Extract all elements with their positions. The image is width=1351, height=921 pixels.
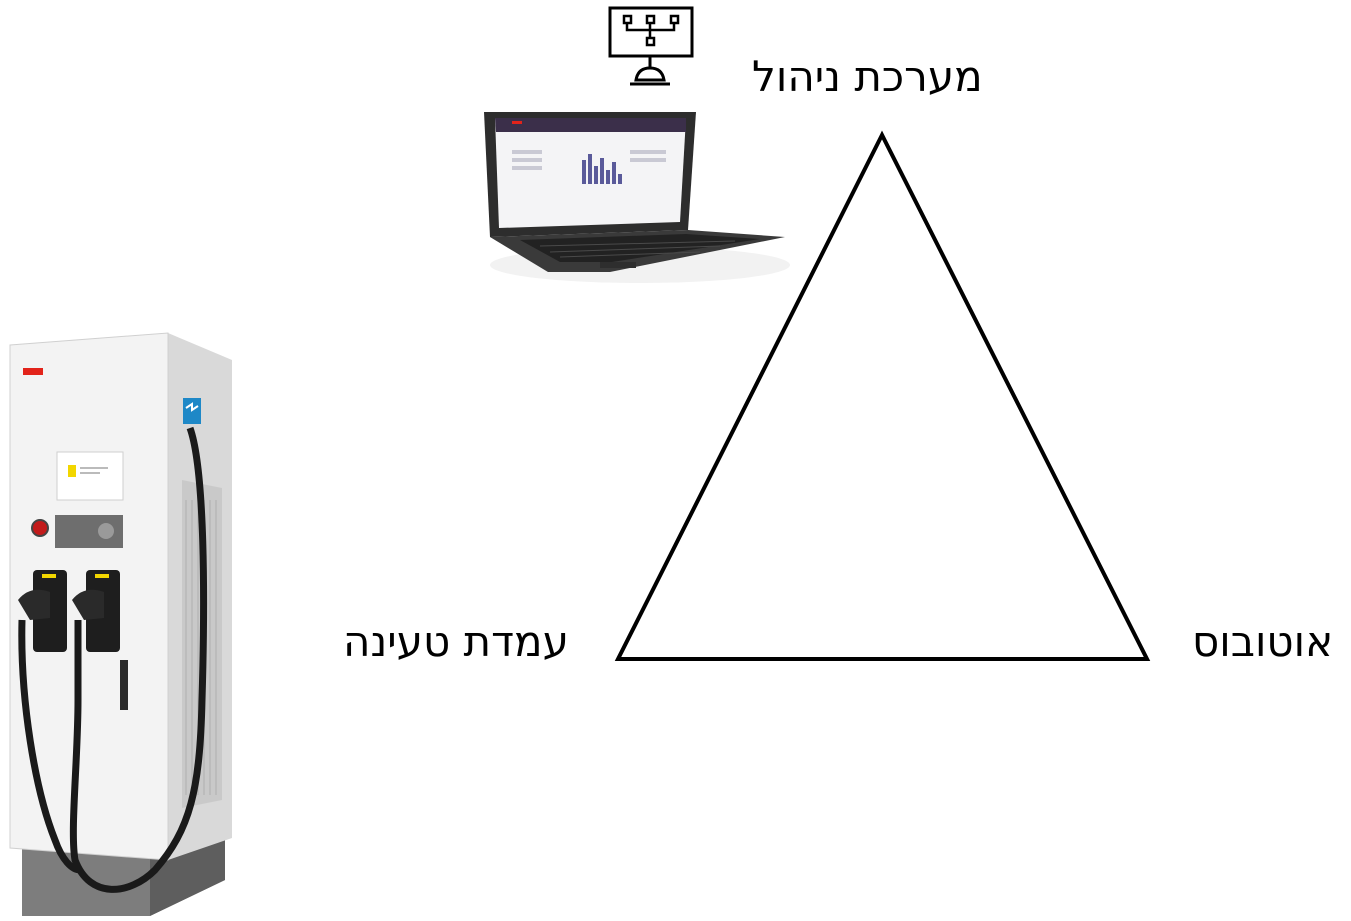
bus-label: אוטובוס: [1192, 617, 1333, 666]
laptop-image: [484, 112, 790, 283]
ev-charger-icon: [10, 333, 232, 916]
charging-station-label: עמדת טעינה: [343, 617, 569, 666]
relationship-triangle: [618, 135, 1147, 659]
management-system-label: מערכת ניהול: [752, 52, 983, 101]
network-monitor-icon: [610, 8, 692, 84]
